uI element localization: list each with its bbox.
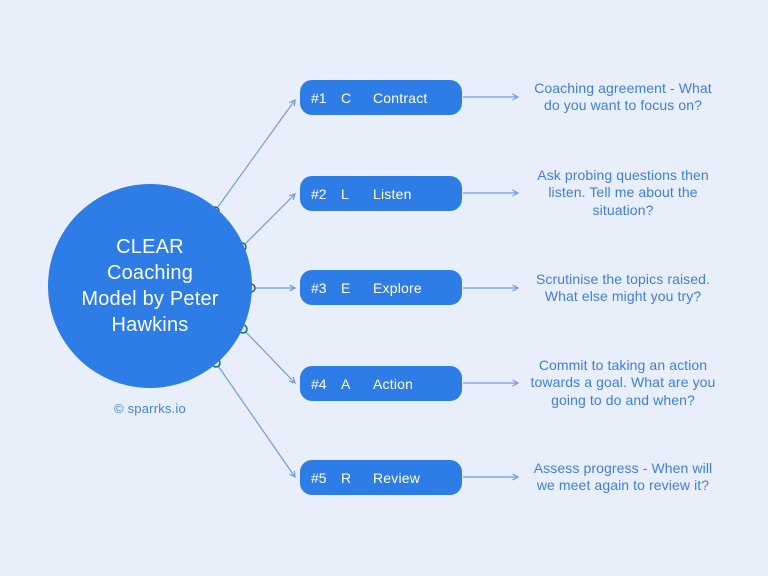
central-node[interactable]: CLEAR Coaching Model by Peter Hawkins bbox=[48, 184, 252, 388]
step-2-number: #2 bbox=[311, 185, 327, 202]
step-3-letter: E bbox=[341, 279, 351, 296]
step-4-node[interactable]: #4 A Action bbox=[300, 366, 462, 401]
step-3-description: Scrutinise the topics raised. What else … bbox=[535, 270, 711, 305]
step-5-number: #5 bbox=[311, 469, 327, 486]
step-4-description: Commit to taking an action towards a goa… bbox=[530, 356, 716, 408]
step-5-node[interactable]: #5 R Review bbox=[300, 460, 462, 495]
step-2-label: Listen bbox=[373, 185, 412, 202]
edge-center-to-step-2 bbox=[241, 194, 295, 248]
step-3-node[interactable]: #3 E Explore bbox=[300, 270, 462, 305]
edge-center-to-step-1 bbox=[214, 100, 295, 212]
step-1-label: Contract bbox=[373, 89, 428, 106]
edge-center-to-step-5 bbox=[215, 362, 295, 477]
step-5-label: Review bbox=[373, 469, 421, 486]
watermark-sparrks: © sparrks.io bbox=[114, 401, 186, 416]
step-1-number: #1 bbox=[311, 89, 327, 106]
step-5-letter: R bbox=[341, 469, 352, 486]
step-3-label: Explore bbox=[373, 279, 422, 296]
step-2-description: Ask probing questions then listen. Tell … bbox=[537, 166, 709, 218]
step-3-number: #3 bbox=[311, 279, 327, 296]
step-5-description: Assess progress - When will we meet agai… bbox=[533, 459, 713, 494]
edge-center-to-step-4 bbox=[242, 328, 295, 383]
step-4-label: Action bbox=[373, 375, 414, 392]
step-1-description: Coaching agreement - What do you want to… bbox=[534, 79, 712, 114]
step-1-node[interactable]: #1 C Contract bbox=[300, 80, 462, 115]
step-4-number: #4 bbox=[311, 375, 327, 392]
step-2-node[interactable]: #2 L Listen bbox=[300, 176, 462, 211]
step-1-letter: C bbox=[341, 89, 352, 106]
central-node-title: CLEAR Coaching Model by Peter Hawkins bbox=[81, 236, 219, 336]
step-4-letter: A bbox=[341, 375, 351, 392]
step-2-letter: L bbox=[341, 185, 349, 202]
